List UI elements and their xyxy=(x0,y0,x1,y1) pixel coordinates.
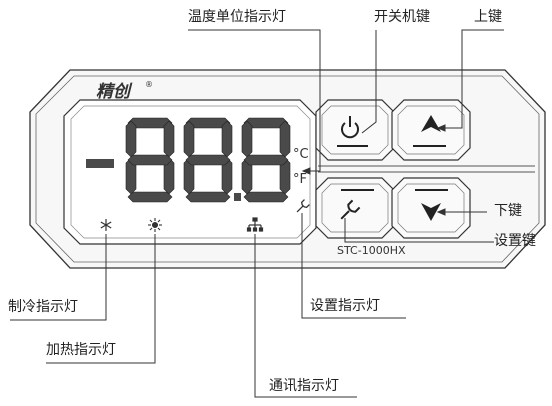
sun-icon xyxy=(148,218,162,232)
callout-temp-unit xyxy=(188,29,321,172)
digit-1-segment-g xyxy=(127,154,173,166)
set-button[interactable] xyxy=(315,177,395,239)
label-set-key: 设置键 xyxy=(494,233,536,249)
callout-cooling xyxy=(10,234,107,321)
digit-2-segment-f xyxy=(183,120,195,158)
model-label: STC-1000HX xyxy=(337,244,406,257)
digit-2-segment-g xyxy=(185,154,231,166)
fahrenheit-indicator: °F xyxy=(293,172,307,187)
digit-1-segment-b xyxy=(163,120,175,158)
callout-heating xyxy=(46,234,156,364)
callout-comm xyxy=(254,234,357,398)
label-temp-unit-indicator: 温度单位指示灯 xyxy=(188,9,286,25)
callout-setting xyxy=(301,213,406,319)
digit-2-segment-d xyxy=(185,191,231,203)
digit-3-segment-d xyxy=(243,191,289,203)
network-icon xyxy=(246,217,264,232)
registered-mark: ® xyxy=(145,80,153,89)
display-window xyxy=(70,105,311,239)
digit-3-segment-f xyxy=(241,120,253,158)
wrench-icon xyxy=(340,199,361,220)
celsius-indicator: °C xyxy=(293,147,309,162)
up-arrow-icon xyxy=(421,115,441,132)
callout-power-key xyxy=(361,30,377,134)
label-cooling-indicator: 制冷指示灯 xyxy=(8,299,78,315)
digit-2-segment-b xyxy=(221,120,233,158)
callout-up-key xyxy=(443,29,504,129)
label-comm-indicator: 通讯指示灯 xyxy=(269,378,339,394)
minus-sign-segment xyxy=(86,159,114,168)
digit-1-segment-f xyxy=(125,120,137,158)
power-icon xyxy=(341,116,359,139)
down-arrow-icon xyxy=(421,203,441,221)
label-up-key: 上键 xyxy=(474,9,502,25)
callout-arrow xyxy=(301,167,311,175)
label-setting-indicator: 设置指示灯 xyxy=(310,298,380,314)
device-housing-inner xyxy=(35,75,540,263)
wrench-icon xyxy=(296,199,310,213)
snowflake-icon xyxy=(100,219,112,231)
callout-lines xyxy=(10,29,504,398)
down-button[interactable] xyxy=(391,177,471,239)
digit-1-segment-d xyxy=(127,191,173,203)
up-button[interactable] xyxy=(391,99,471,161)
callout-arrow xyxy=(436,124,446,132)
decimal-point-segment xyxy=(234,193,241,201)
seven-segment-digits xyxy=(125,117,291,203)
digit-3-segment-g xyxy=(243,154,289,166)
power-button[interactable] xyxy=(315,99,395,161)
label-down-key: 下键 xyxy=(494,203,522,219)
label-power-key: 开关机键 xyxy=(374,9,430,25)
digit-3-segment-b xyxy=(279,120,291,158)
brand-logo: 精创 xyxy=(96,82,133,102)
callout-set-key xyxy=(344,218,494,243)
callout-arrow xyxy=(436,208,446,216)
label-heating-indicator: 加热指示灯 xyxy=(46,342,116,358)
